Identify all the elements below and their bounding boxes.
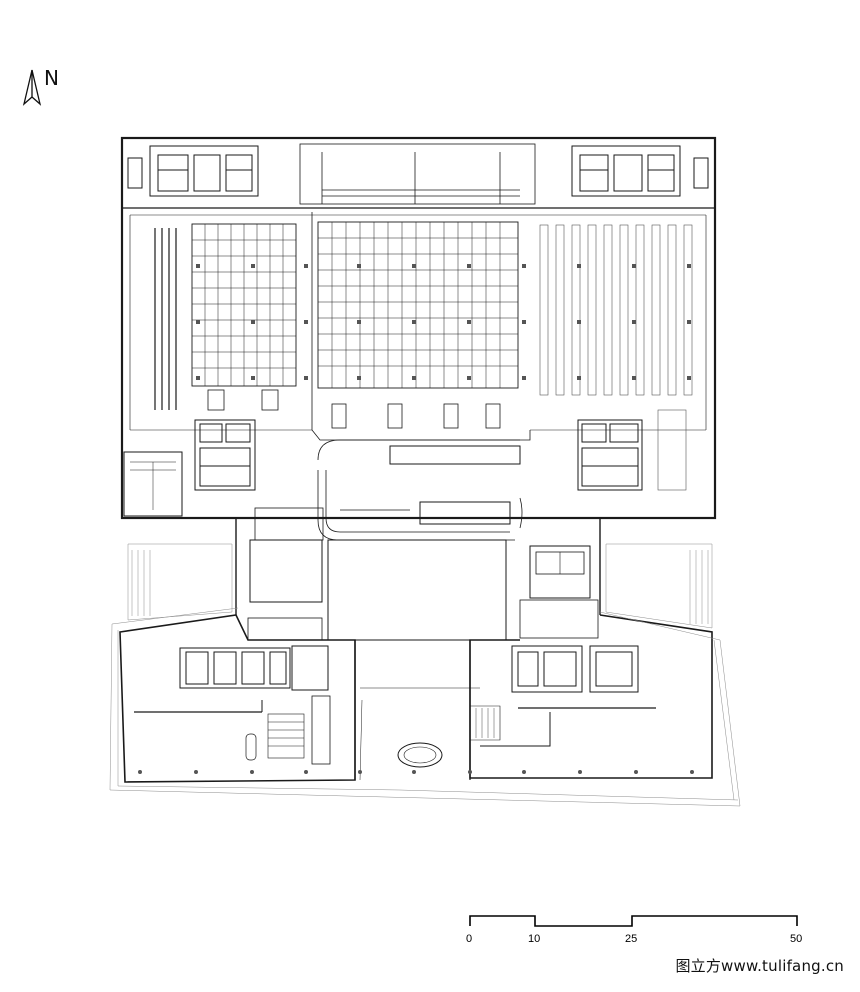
column-marker [522,770,526,774]
column-marker [690,770,694,774]
column-marker [522,264,526,268]
core-southeast-upper [577,419,643,491]
column-marker [632,264,636,268]
column-marker [138,770,142,774]
central-ramp [311,212,531,541]
book-stack-area-west [154,223,297,411]
watermark-text: 图立方www.tulifang.cn [675,957,844,975]
structural-columns [138,264,694,774]
scale-label-50: 50 [790,933,802,945]
column-marker [632,376,636,380]
column-marker [251,376,255,380]
column-marker [522,320,526,324]
lower-podium [109,607,741,807]
column-marker [577,376,581,380]
terrace-west [127,543,233,621]
column-marker [196,320,200,324]
column-marker [357,320,361,324]
column-marker [632,320,636,324]
scale-bar: 0 10 25 50 [466,915,802,945]
column-marker [251,320,255,324]
core-southwest-upper [194,419,256,491]
column-marker [412,264,416,268]
terrace-east [605,543,713,629]
scale-label-10: 10 [528,933,540,945]
core-southeast-lower [511,645,639,693]
scale-label-0: 0 [466,933,472,945]
column-marker [468,770,472,774]
column-marker [412,376,416,380]
column-marker [467,264,471,268]
upper-building-outer-wall [120,136,717,520]
column-marker [687,376,691,380]
column-marker [304,320,308,324]
column-marker [196,376,200,380]
lower-podium-outer-wall [119,614,356,783]
landscape-edge [109,607,741,807]
column-marker [687,264,691,268]
column-marker [196,264,200,268]
column-marker [357,376,361,380]
column-marker [251,264,255,268]
column-marker [687,320,691,324]
north-label: N [44,66,59,90]
book-stack-area-central [317,221,519,429]
column-marker [467,320,471,324]
upper-building [120,136,717,520]
column-marker [578,770,582,774]
column-marker [412,770,416,774]
column-marker [634,770,638,774]
core-northwest [127,145,259,197]
column-marker [304,376,308,380]
column-marker [412,320,416,324]
middle-connector [127,507,713,641]
column-marker [577,264,581,268]
column-marker [358,770,362,774]
column-marker [577,320,581,324]
column-marker [304,770,308,774]
north-entry [299,143,536,205]
room-southwest-corner [123,451,183,517]
core-southwest-lower [179,645,329,691]
column-marker [467,376,471,380]
column-marker [250,770,254,774]
scale-label-25: 25 [625,933,637,945]
column-marker [522,376,526,380]
core-northeast [571,145,709,197]
reading-area-east [539,224,693,491]
column-marker [357,264,361,268]
column-marker [304,264,308,268]
column-marker [194,770,198,774]
north-arrow: N [22,66,59,106]
central-atrium-oval [397,742,443,768]
